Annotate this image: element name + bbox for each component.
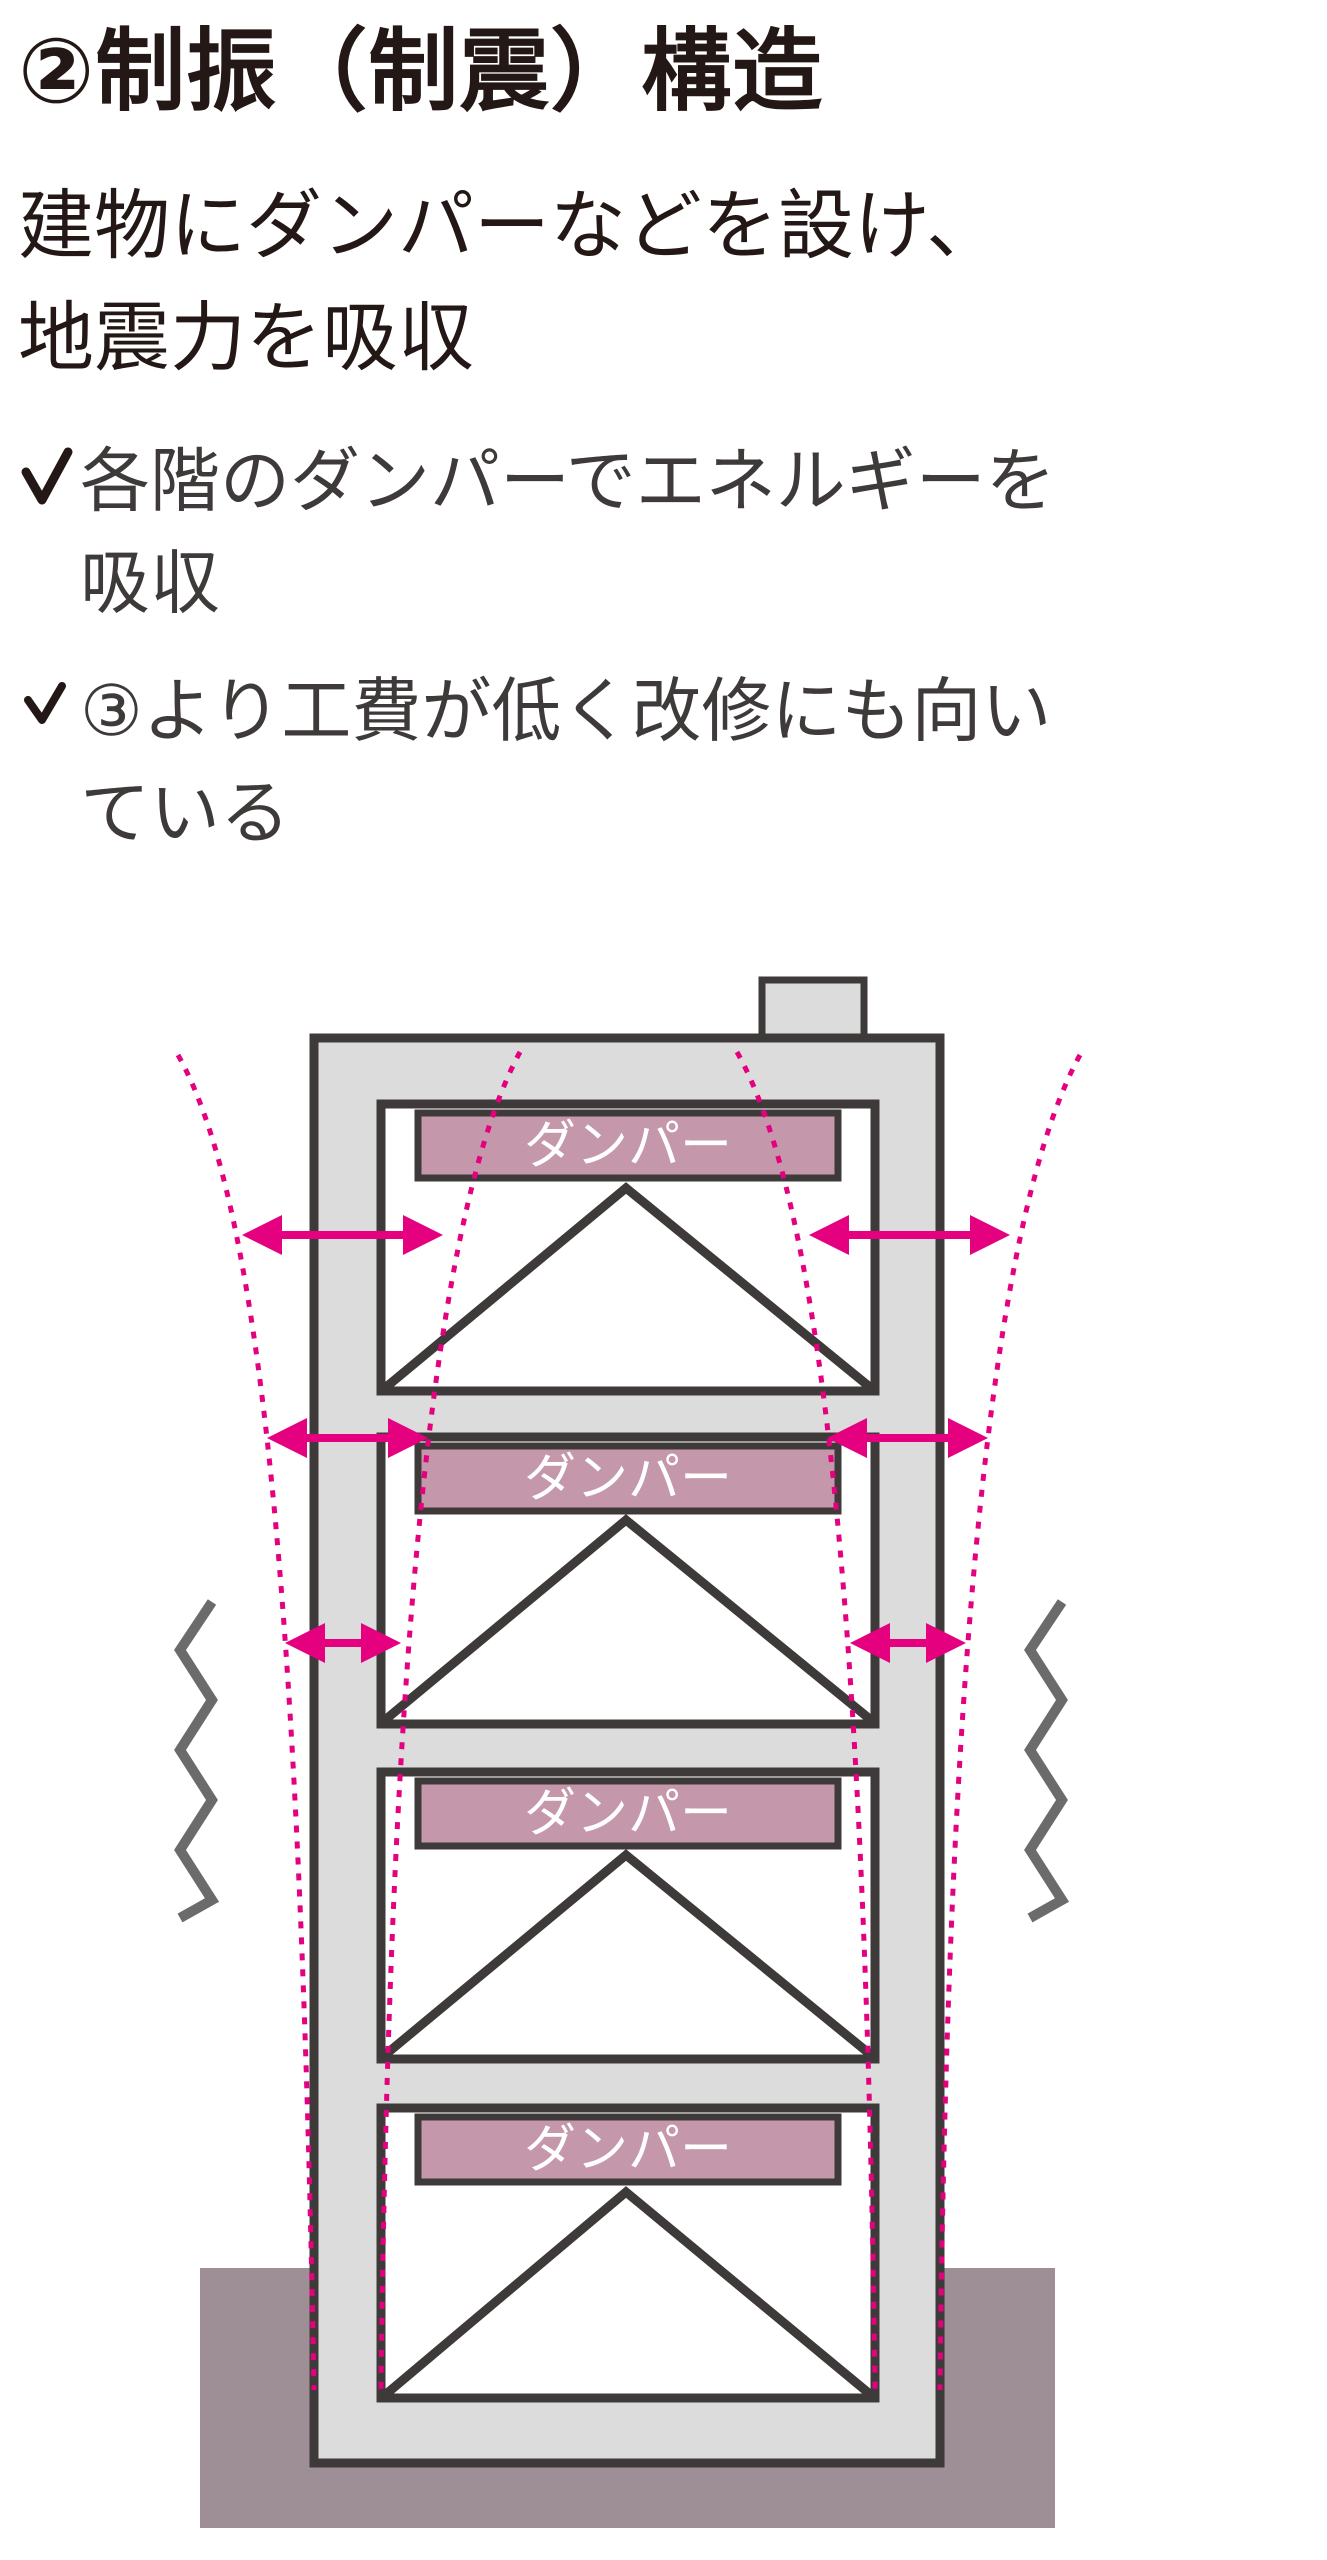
damper <box>414 1109 842 1182</box>
floor-bottom: ダンパー <box>376 2103 880 2403</box>
bullet-line: 吸収 <box>80 542 220 624</box>
damper <box>414 1442 842 1515</box>
zigzag-icon <box>174 1599 220 1923</box>
floor-second: ダンパー <box>376 1432 880 1729</box>
rooftop-structure <box>758 976 868 1042</box>
floor-top: ダンパー <box>376 1099 880 1396</box>
double-arrow-icons <box>242 1215 1010 1663</box>
bullet-point: ③より工費が低く改修にも向い ている <box>18 660 1051 864</box>
bullet-point: 各階のダンパーでエネルギーを 吸収 <box>18 430 1056 634</box>
damper <box>414 2113 842 2186</box>
sway-curve-inner-left <box>378 1050 523 2391</box>
sway-curve-inner-right <box>734 1050 878 2391</box>
subtitle-line: 建物にダンパーなどを設け、 <box>18 181 1003 270</box>
bullet-line: ③より工費が低く改修にも向い <box>80 670 1052 752</box>
page-title: ②制振（制震）構造 <box>18 19 824 124</box>
damper <box>414 1777 842 1850</box>
damper-label: ダンパー <box>524 1116 732 1176</box>
sway-curve-outer-left <box>175 1053 317 2391</box>
floor-third: ダンパー <box>376 1767 880 2064</box>
subtitle-line: 地震力を吸収 <box>18 293 474 382</box>
sway-curve-outer-right <box>937 1053 1083 2391</box>
zigzag-icon <box>1024 1599 1070 1923</box>
damping-structure-diagram: ダンパー ダンパー ダンパー ダンパー <box>174 976 1083 2528</box>
check-icon <box>18 660 80 762</box>
damper-label: ダンパー <box>524 1449 732 1509</box>
damper-label: ダンパー <box>524 1784 732 1844</box>
sway-curves <box>175 1050 1083 2391</box>
bullet-line: ている <box>80 772 290 854</box>
check-icon <box>18 430 80 532</box>
damper-label: ダンパー <box>524 2120 732 2180</box>
subtitle: 建物にダンパーなどを設け、 地震力を吸収 <box>18 170 1002 394</box>
bullet-line: 各階のダンパーでエネルギーを <box>80 440 1056 522</box>
